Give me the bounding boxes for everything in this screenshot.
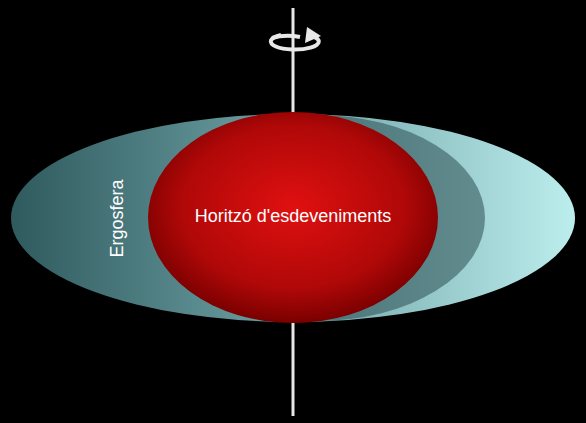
text-holder: Ergosfera [100,113,134,323]
event-horizon: Horitzó d'esdeveniments [147,111,439,324]
horizon-label: Horitzó d'esdeveniments [195,206,392,227]
text-holder: Horitzó d'esdeveniments [147,111,439,322]
region-label: Ergosfera [107,179,128,257]
arrow-head [305,27,321,43]
ergosphere-region: Ergosfera Horitzó d'esdeveniments [10,113,576,323]
